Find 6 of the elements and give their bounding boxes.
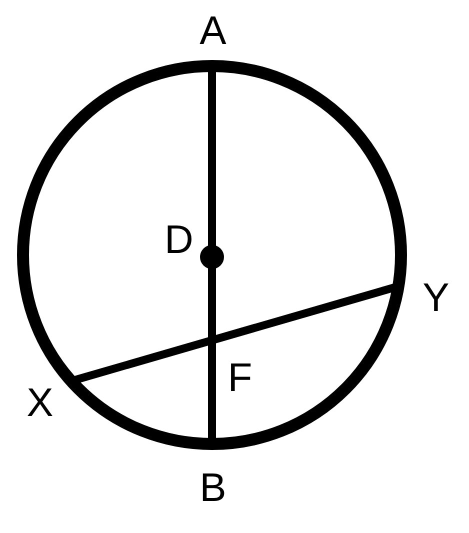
point-label: X	[26, 383, 54, 423]
point-label: A	[200, 11, 226, 51]
point-label: B	[200, 468, 226, 508]
point-label: F	[228, 358, 252, 398]
point-label: Y	[422, 278, 450, 318]
point-label: D	[164, 220, 194, 260]
